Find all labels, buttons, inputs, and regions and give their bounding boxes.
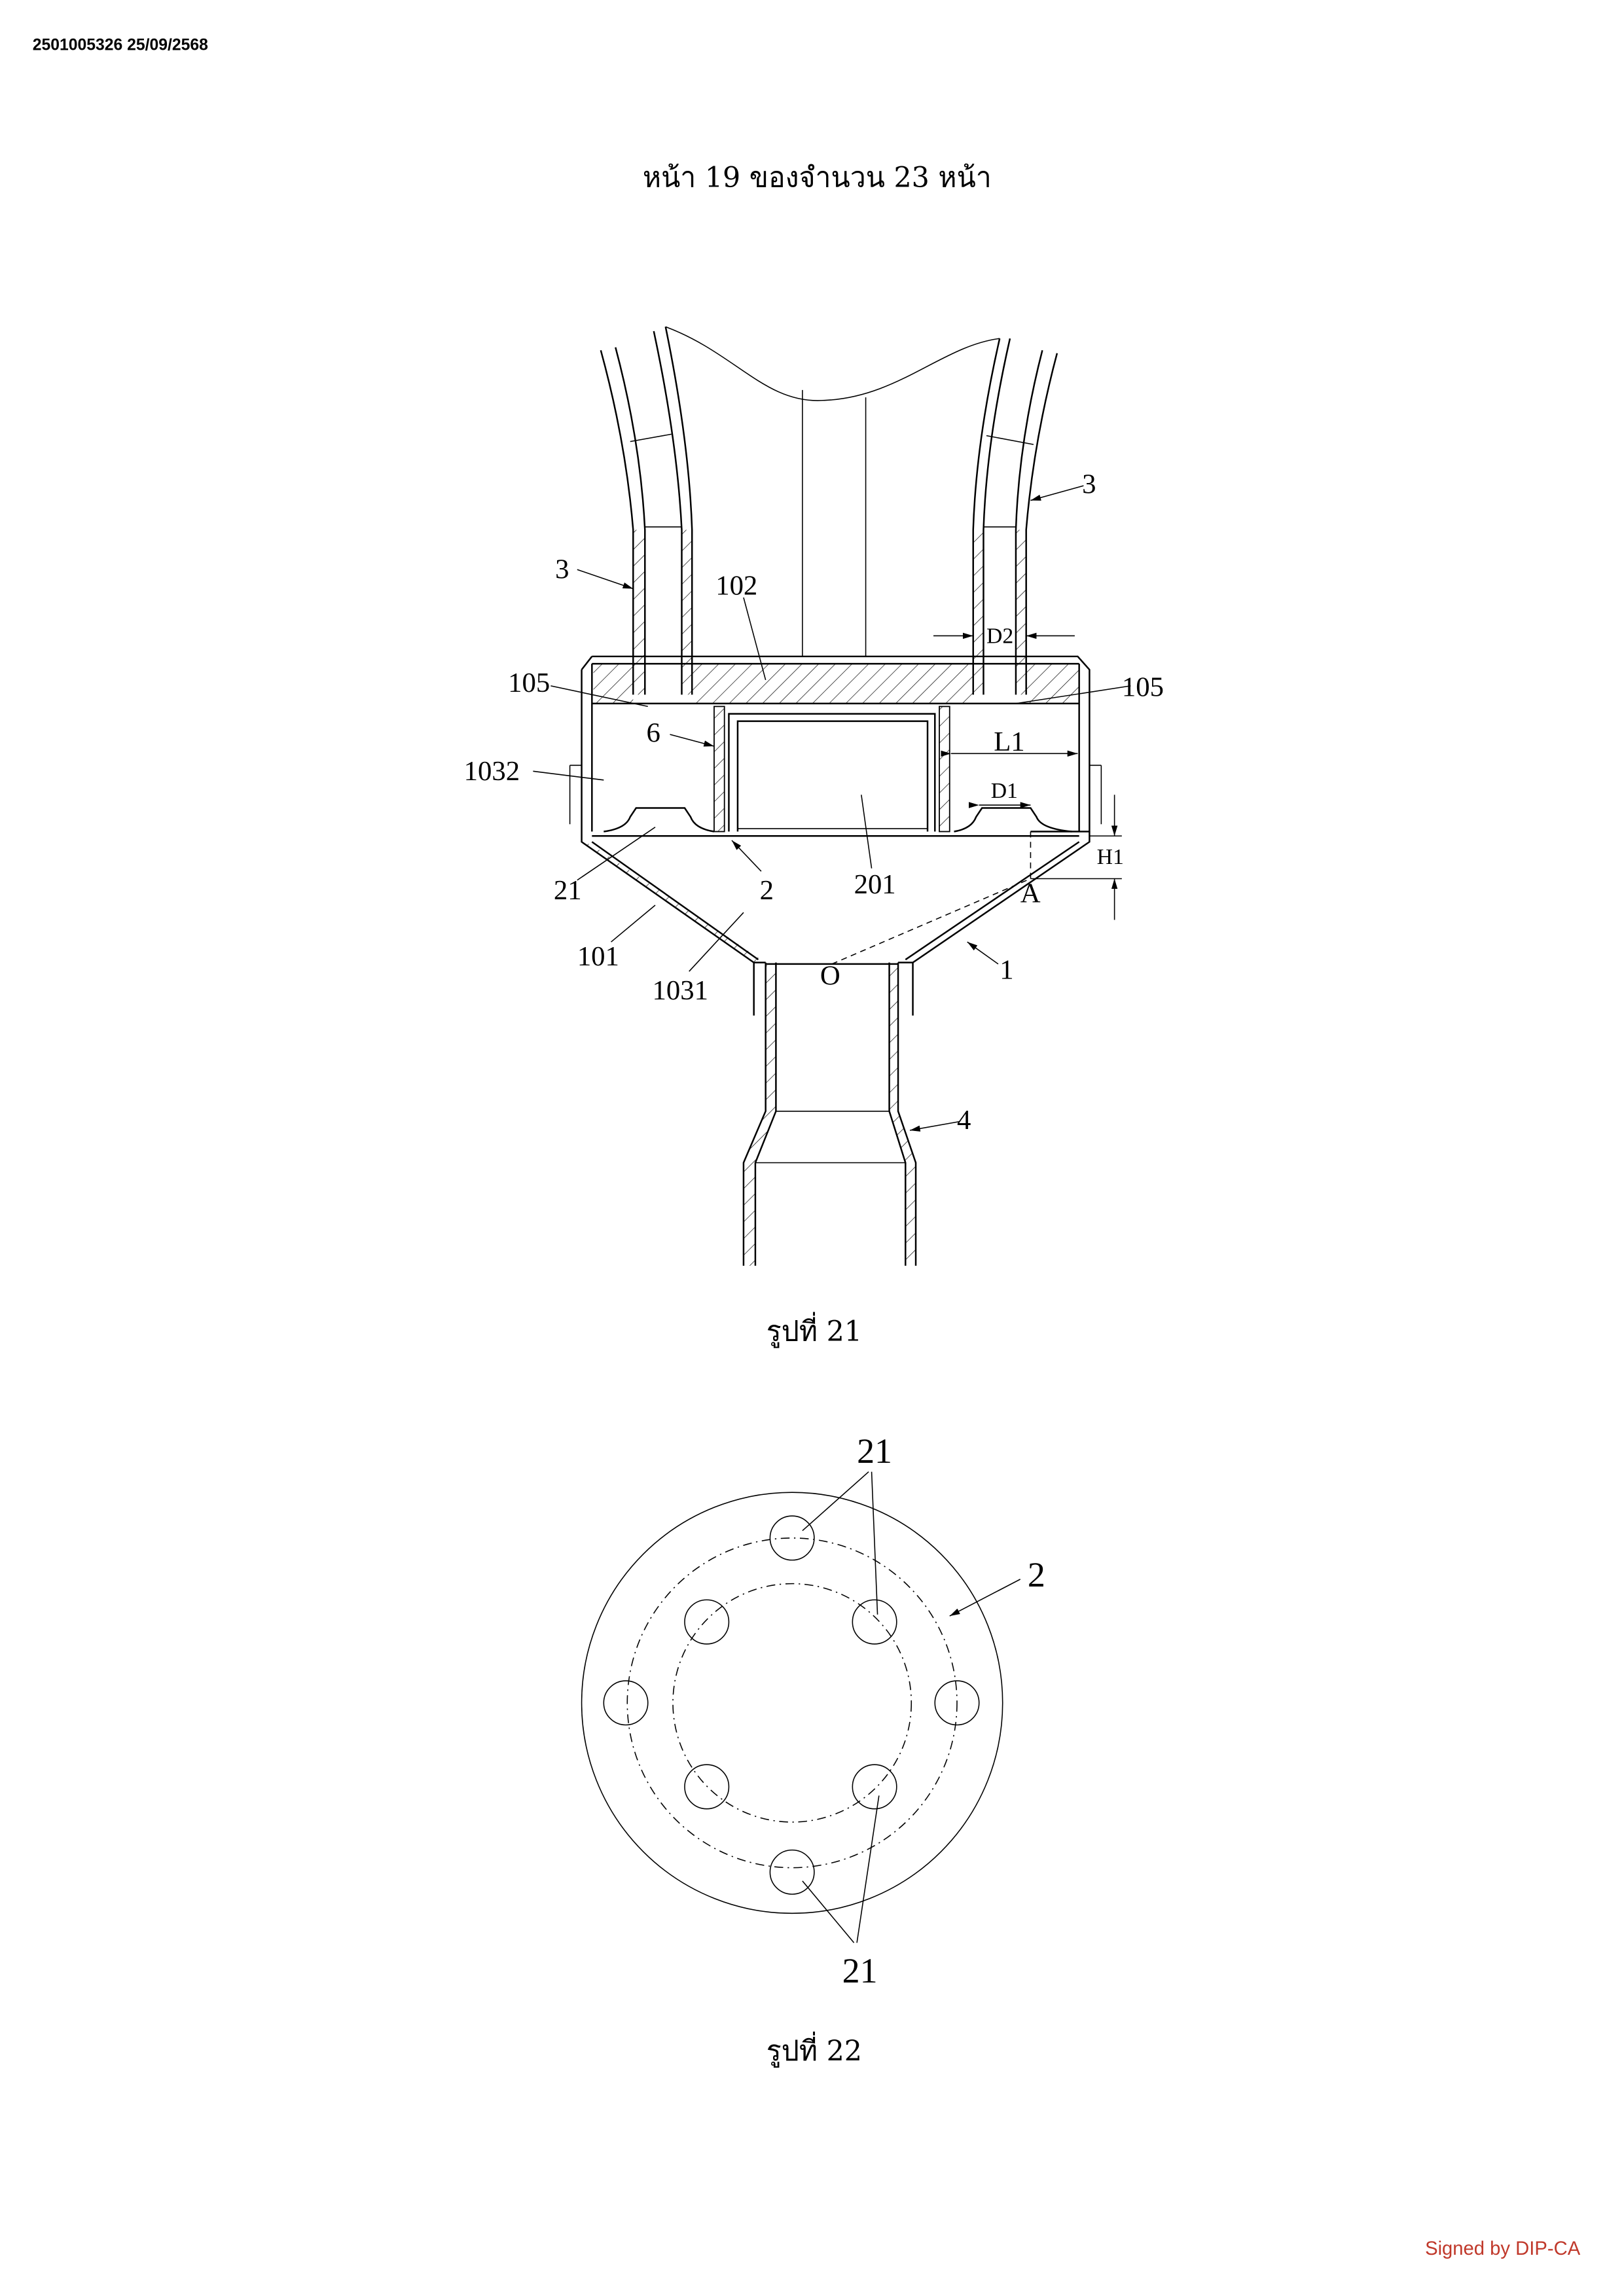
break-line: [666, 327, 1000, 401]
leader-21-top-a: [803, 1472, 869, 1531]
document-id: 2501005326 25/09/2568: [33, 36, 208, 54]
label-d1: D1: [991, 779, 1018, 803]
leader-21-bottom-b: [857, 1795, 879, 1943]
left-tube-hatch: [633, 530, 692, 695]
label-102: 102: [715, 570, 757, 601]
page-title: หน้า 19 ของจำนวน 23 หน้า: [643, 162, 992, 194]
inner-pitch-circle: [673, 1584, 911, 1822]
leader-2: [732, 840, 761, 871]
label-105-right: 105: [1122, 672, 1164, 703]
hole-21-left: [604, 808, 714, 832]
leader-1: [967, 942, 998, 964]
digital-signature: Signed by DIP-CA: [1425, 2238, 1581, 2259]
label-21: 21: [554, 875, 582, 906]
leader-3-left: [577, 569, 633, 588]
hole: [852, 1765, 896, 1808]
label-21-top: 21: [857, 1431, 892, 1471]
leader-2-fig22: [950, 1579, 1020, 1616]
label-6: 6: [647, 717, 660, 748]
label-o: O: [820, 960, 840, 991]
left-tube: [601, 327, 692, 694]
outer-pitch-circle: [627, 1538, 957, 1868]
leader-201: [861, 795, 872, 868]
hole: [852, 1600, 896, 1643]
label-3-right: 3: [1082, 469, 1096, 499]
hole-21-right: [954, 808, 1072, 832]
label-201: 201: [854, 869, 896, 900]
label-l1: L1: [994, 726, 1024, 757]
figure-22-caption: รูปที่ 22: [767, 2032, 862, 2068]
figure-21: 3 3 102 D2 105 105 6 L1 1032 D1 H1 21 2 …: [464, 327, 1164, 1348]
label-101: 101: [577, 941, 619, 972]
label-1031: 1031: [653, 975, 708, 1006]
leader-21-top-b: [872, 1472, 878, 1615]
leader-3-right: [1030, 486, 1083, 500]
hole: [685, 1600, 729, 1643]
label-105-left: 105: [508, 668, 550, 698]
leader-4: [910, 1122, 960, 1130]
right-tube-joint-upper: [986, 436, 1034, 444]
left-tube-joint-upper: [630, 434, 672, 441]
plate-102-hatch: [692, 664, 973, 704]
holes: [604, 1516, 979, 1894]
label-2: 2: [760, 875, 774, 906]
label-h1: H1: [1097, 845, 1124, 869]
housing-left-hatch: [594, 664, 634, 704]
right-tube: [973, 338, 1057, 694]
figure-21-caption: รูปที่ 21: [767, 1312, 862, 1349]
label-2-fig22: 2: [1028, 1555, 1045, 1594]
label-3-left: 3: [555, 554, 569, 585]
leader-1032: [533, 771, 604, 780]
hole: [604, 1681, 647, 1725]
label-21-bottom: 21: [842, 1951, 878, 1990]
label-d2: D2: [986, 624, 1013, 649]
tube-6-left-wall: [714, 706, 725, 831]
hole: [770, 1516, 814, 1560]
funnel-right-wall: [898, 832, 1089, 963]
tube-6-right-wall: [939, 706, 950, 831]
right-tube-hatch: [973, 530, 1026, 695]
leader-21-bottom-a: [803, 1881, 854, 1943]
leader-101: [611, 905, 655, 942]
label-1: 1: [1000, 954, 1013, 985]
inner-box-201: [729, 714, 935, 832]
label-1032: 1032: [464, 756, 520, 787]
label-a: A: [1020, 878, 1041, 908]
leader-21: [577, 827, 655, 880]
figure-22: 21 2 21 รูปที่ 22: [582, 1431, 1045, 2068]
label-4: 4: [957, 1105, 971, 1136]
leader-6: [670, 734, 713, 746]
